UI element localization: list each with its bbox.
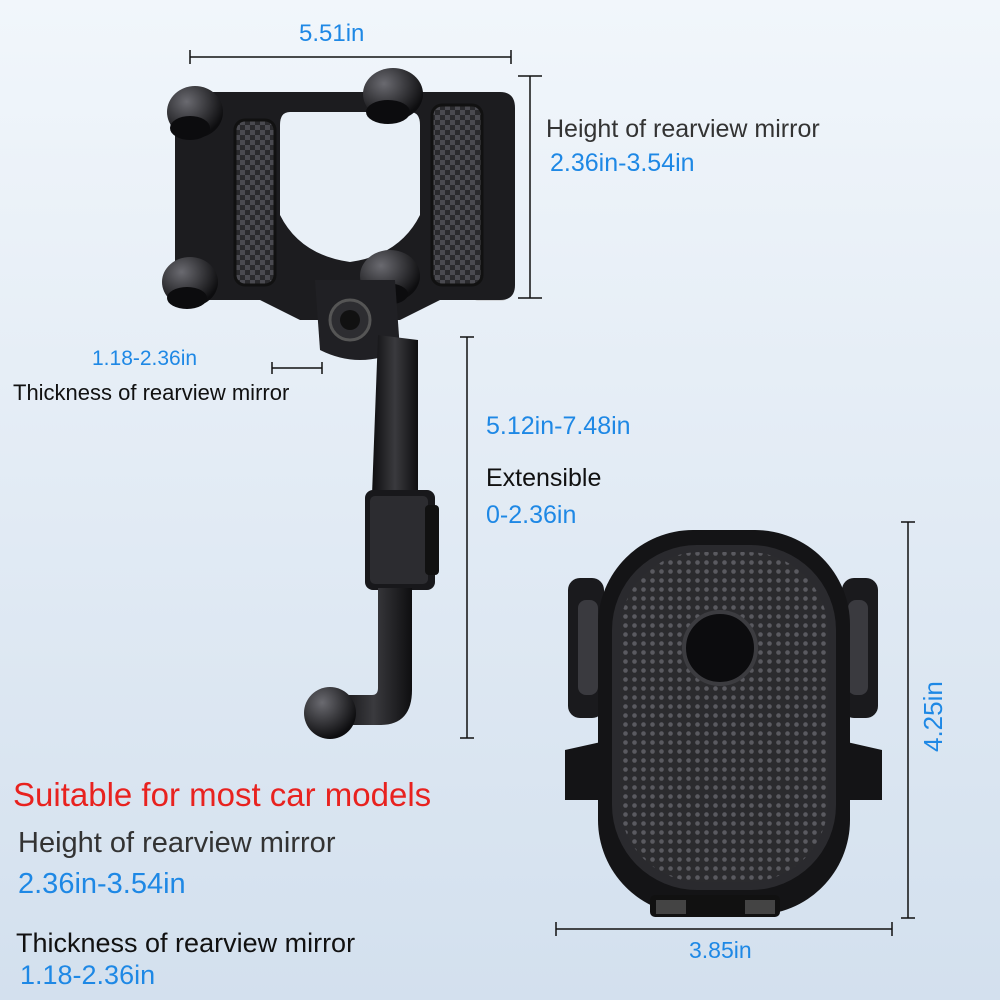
arm-length-label: 5.12in-7.48in (486, 412, 631, 440)
holder-height-label: 4.25in (918, 681, 948, 752)
summary-height-value: 2.36in-3.54in (18, 868, 186, 900)
summary-height-label: Height of rearview mirror (18, 827, 336, 859)
headline: Suitable for most car models (13, 776, 432, 813)
extensible-label: Extensible (486, 464, 602, 492)
dimension-lines (189, 50, 915, 936)
mirror-thickness-label: Thickness of rearview mirror (13, 380, 290, 405)
mirror-height-label: Height of rearview mirror (546, 115, 820, 143)
phone-holder (565, 530, 882, 917)
mirror-thickness-value: 1.18-2.36in (92, 347, 198, 370)
summary-thickness-value: 1.18-2.36in (20, 960, 156, 990)
mirror-height-value: 2.36in-3.54in (550, 149, 695, 177)
rearview-mirror-mount (162, 68, 515, 739)
top-width-label: 5.51in (299, 20, 365, 47)
extensible-value: 0-2.36in (486, 501, 577, 529)
holder-width-label: 3.85in (689, 937, 752, 963)
summary-thickness-label: Thickness of rearview mirror (16, 928, 356, 958)
